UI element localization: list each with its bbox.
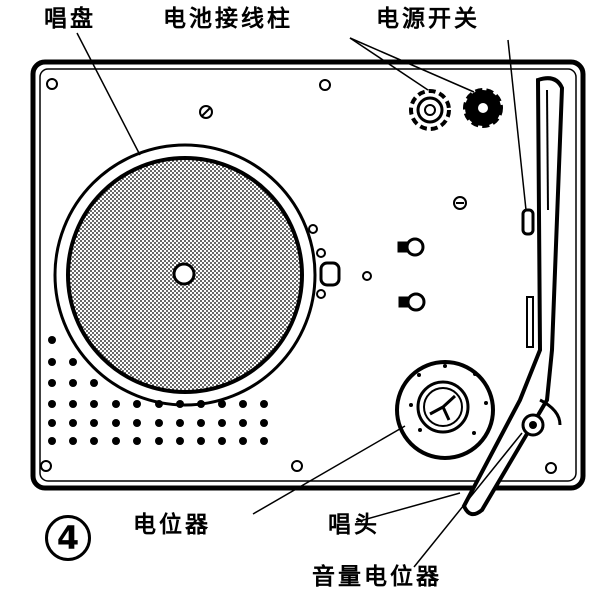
label-power-switch: 电源开关	[376, 6, 480, 32]
idler-wheel	[319, 261, 341, 287]
control-knobs	[397, 237, 426, 312]
label-battery-terminals: 电池接线柱	[163, 6, 293, 32]
figure-number-badge: 4	[45, 515, 91, 561]
battery-terminal-right	[463, 88, 503, 128]
turntable-platter	[53, 143, 317, 407]
spindle-icon	[172, 262, 196, 286]
label-volume-potentiometer: 音量电位器	[312, 564, 442, 590]
label-pickup-head: 唱头	[328, 512, 380, 538]
leader-lines	[76, 32, 527, 568]
label-turntable: 唱盘	[44, 6, 96, 32]
screws	[40, 78, 557, 474]
power-switch	[521, 208, 535, 236]
tonearm	[461, 76, 565, 517]
potentiometer	[395, 360, 495, 460]
label-potentiometer: 电位器	[133, 512, 211, 538]
battery-terminal-left	[409, 89, 451, 131]
speaker-grille	[48, 336, 268, 445]
